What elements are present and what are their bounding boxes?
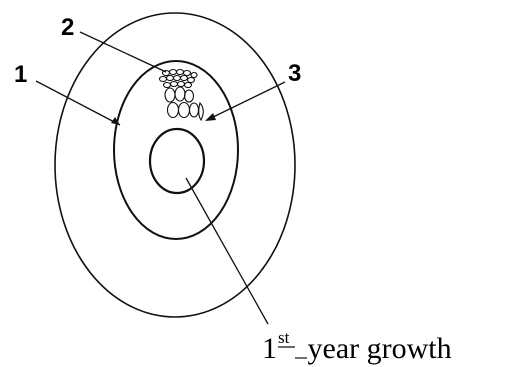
leader-line-3 bbox=[206, 81, 286, 121]
leader-line-1 bbox=[35, 80, 121, 126]
first-year-growth-ring bbox=[148, 127, 206, 195]
leader-arrowhead-3 bbox=[205, 113, 216, 121]
label-2: 2 bbox=[61, 14, 74, 41]
label-3: 3 bbox=[288, 60, 301, 87]
label-growth-superscript: st bbox=[278, 328, 290, 347]
leader-line-growth bbox=[185, 177, 269, 325]
leader-line-2 bbox=[79, 31, 167, 73]
second-year-ring bbox=[113, 60, 239, 240]
leader-arrowhead-1 bbox=[111, 117, 120, 125]
label-growth-text: year growth bbox=[300, 332, 452, 365]
label-1: 1 bbox=[14, 61, 27, 88]
label-growth-number: 1 bbox=[262, 332, 277, 365]
outer-ring bbox=[54, 12, 296, 318]
vascular-bundle-cells bbox=[158, 68, 204, 122]
